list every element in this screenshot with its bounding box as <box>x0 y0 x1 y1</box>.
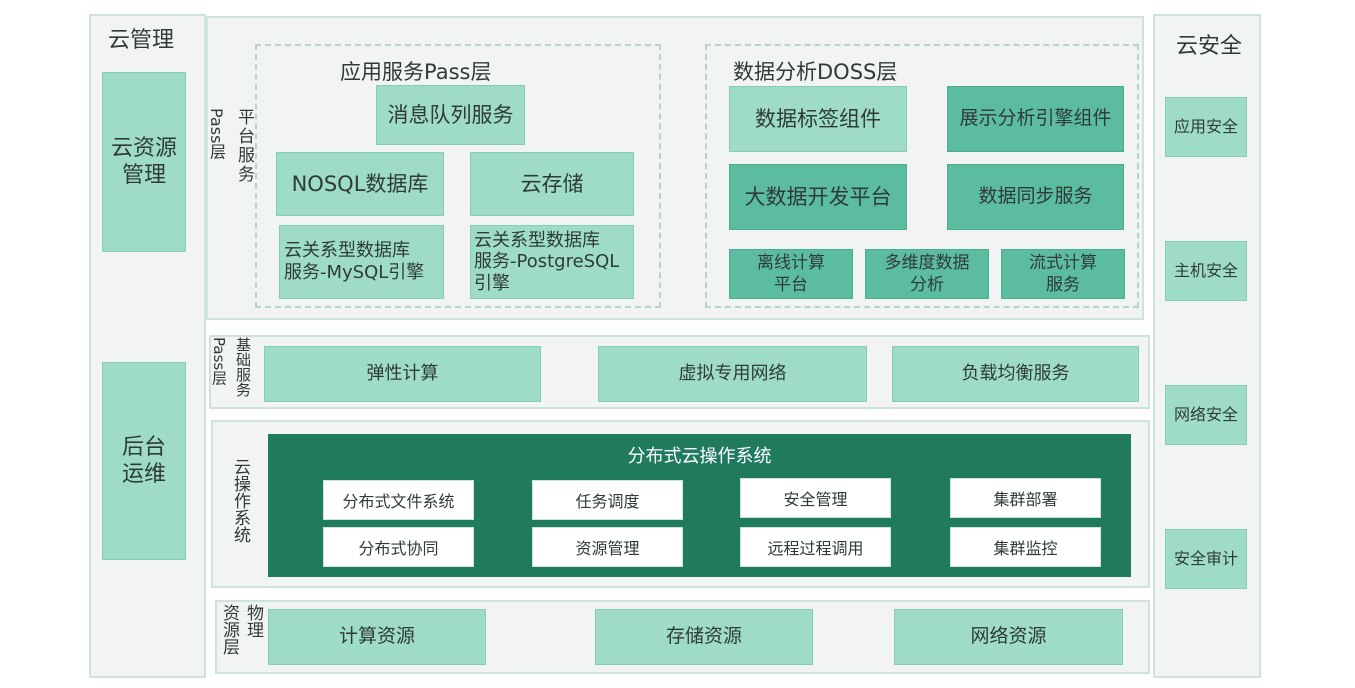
security-item-host: 主机安全 <box>1165 241 1247 301</box>
message-queue-box: 消息队列服务 <box>376 85 525 145</box>
os-item-resource-mgmt: 资源管理 <box>532 527 683 567</box>
cloud-os-side-label-text: 云操作系统 <box>230 458 250 543</box>
os-item-dfs: 分布式文件系统 <box>323 480 474 520</box>
cloud-os-side-label: 云操作系统 <box>230 458 254 543</box>
physical-side-label-b-text: 物理 <box>243 604 263 638</box>
os-item-dist-coord: 分布式协同 <box>323 527 474 567</box>
mysql-box: 云关系型数据库 服务-MySQL引擎 <box>279 225 444 299</box>
os-item-security-mgmt: 安全管理 <box>740 478 891 518</box>
platform-side-label-b-text: 平台服务 <box>234 108 254 184</box>
cloud-resource-management-box: 云资源 管理 <box>102 72 186 252</box>
distributed-cloud-os-title: 分布式云操作系统 <box>627 446 772 467</box>
os-item-cluster-deploy: 集群部署 <box>950 478 1101 518</box>
app-pass-layer-title: 应用服务Pass层 <box>340 60 492 84</box>
physical-side-label-b: 物理 <box>243 604 265 638</box>
security-item-audit: 安全审计 <box>1165 529 1247 589</box>
platform-side-label-b: 平台服务 <box>234 108 254 184</box>
postgresql-box: 云关系型数据库 服务-PostgreSQL 引擎 <box>470 225 634 299</box>
cloud-management-title: 云管理 <box>108 28 175 53</box>
offline-compute-box: 离线计算 平台 <box>729 249 853 299</box>
basic-side-label-a-text: Pass层 <box>210 337 228 386</box>
physical-side-label-a: 资源层 <box>219 604 241 655</box>
platform-side-label-a-text: Pass层 <box>207 108 226 160</box>
nosql-box: NOSQL数据库 <box>276 152 444 216</box>
stream-compute-box: 流式计算 服务 <box>1001 249 1125 299</box>
data-doss-layer-group <box>705 44 1139 308</box>
cloud-storage-box: 云存储 <box>470 152 634 216</box>
basic-side-label-a: Pass层 <box>210 337 230 386</box>
physical-side-label-a-text: 资源层 <box>219 604 239 655</box>
basic-side-label-b: 基础服务 <box>234 337 254 397</box>
os-item-rpc: 远程过程调用 <box>740 527 891 567</box>
cloud-security-title: 云安全 <box>1176 34 1243 59</box>
os-item-cluster-monitor: 集群监控 <box>950 527 1101 567</box>
backend-ops-box: 后台 运维 <box>102 362 186 560</box>
display-analysis-engine-box: 展示分析引擎组件 <box>947 86 1124 152</box>
os-item-task-schedule: 任务调度 <box>532 480 683 520</box>
security-item-app: 应用安全 <box>1165 97 1247 157</box>
storage-resource-box: 存储资源 <box>595 609 813 665</box>
load-balance-box: 负载均衡服务 <box>892 346 1139 402</box>
elastic-compute-box: 弹性计算 <box>264 346 541 402</box>
basic-side-label-b-text: 基础服务 <box>234 337 252 397</box>
compute-resource-box: 计算资源 <box>268 609 486 665</box>
bigdata-dev-platform-box: 大数据开发平台 <box>729 164 907 230</box>
security-item-network: 网络安全 <box>1165 385 1247 445</box>
network-resource-box: 网络资源 <box>894 609 1123 665</box>
data-sync-service-box: 数据同步服务 <box>947 164 1124 230</box>
data-doss-layer-title: 数据分析DOSS层 <box>733 60 898 84</box>
platform-side-label-a: Pass层 <box>207 108 227 160</box>
data-tag-component-box: 数据标签组件 <box>729 86 907 152</box>
vpn-box: 虚拟专用网络 <box>598 346 867 402</box>
app-pass-layer-group <box>255 44 661 308</box>
multidim-analysis-box: 多维度数据 分析 <box>865 249 989 299</box>
